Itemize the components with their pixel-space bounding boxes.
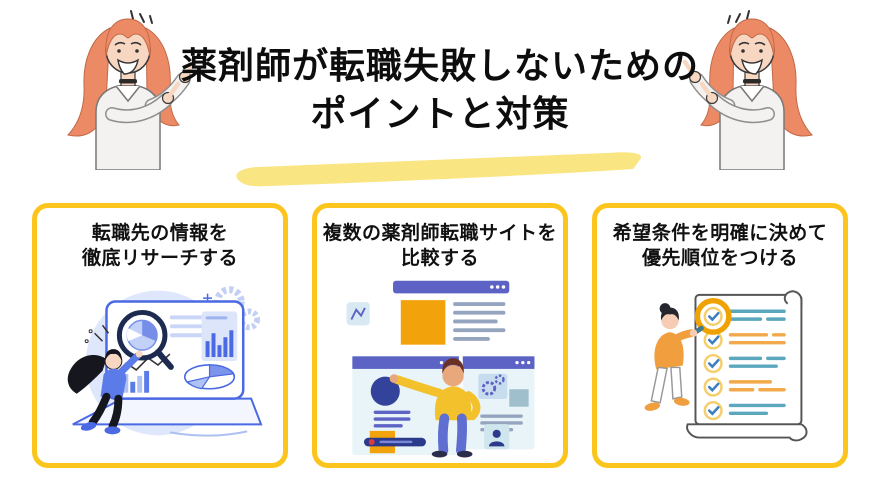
researcher-woman xyxy=(67,349,143,435)
gear-icon xyxy=(481,381,496,396)
browser-window xyxy=(462,356,534,450)
check-icon xyxy=(707,382,720,393)
highlight-swoosh xyxy=(236,152,642,187)
page-title: 薬剤師が転職失敗しないための ポイントと対策 xyxy=(150,42,730,137)
gear-icon xyxy=(494,374,505,386)
pie-chart-3d-icon xyxy=(183,364,236,390)
card-research: 転職先の情報を 徹底リサーチする xyxy=(32,203,288,468)
pointing-woman-illustration-right xyxy=(682,10,813,170)
pie-chart-icon xyxy=(126,320,158,352)
page-title-line2: ポイントと対策 xyxy=(310,92,570,134)
card-research-title: 転職先の情報を 徹底リサーチする xyxy=(81,223,238,269)
check-icon xyxy=(707,312,720,322)
check-icon xyxy=(707,335,720,346)
card-compare-sites: 複数の薬剤師転職サイトを 比較する xyxy=(312,203,568,468)
compare-job-websites-illustration xyxy=(346,281,534,458)
slider-control xyxy=(363,438,426,447)
user-avatar-icon xyxy=(483,424,509,450)
pointing-woman-illustration-left xyxy=(67,10,198,170)
excitement-marks-icon xyxy=(130,10,153,24)
research-laptop-charts-illustration xyxy=(67,286,263,437)
checklist-rows xyxy=(703,307,786,421)
chart-icon xyxy=(346,302,370,326)
card-priorities: 希望条件を明確に決めて 優先順位をつける xyxy=(592,203,848,468)
card-compare-sites-title: 複数の薬剤師転職サイトを 比較する xyxy=(322,223,557,269)
checklist-priorities-illustration xyxy=(644,290,808,442)
browser-window xyxy=(392,281,509,346)
comparing-man xyxy=(389,358,480,458)
bar-chart-icon xyxy=(205,330,234,358)
check-icon xyxy=(707,406,720,416)
page-title-line1: 薬剤師が転職失敗しないための xyxy=(180,45,699,86)
card-priorities-title: 希望条件を明確に決めて 優先順位をつける xyxy=(612,223,828,269)
checking-woman xyxy=(644,303,698,412)
check-icon xyxy=(707,359,720,369)
magnifier-icon xyxy=(116,310,174,371)
points-row: 転職先の情報を 徹底リサーチする xyxy=(32,203,848,468)
